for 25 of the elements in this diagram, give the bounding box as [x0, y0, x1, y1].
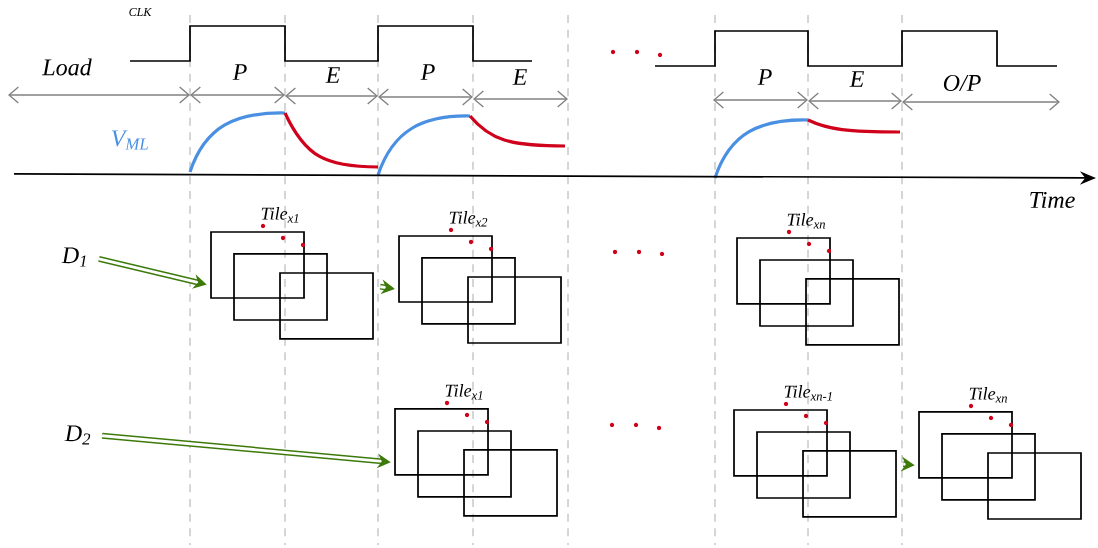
node-label: Tile$_{x1}$	[261, 207, 299, 223]
signal-label: CLK	[129, 7, 152, 16]
data-label: D$_{1}$	[61, 247, 86, 267]
phase-label: E	[849, 71, 864, 87]
phase-label: P	[232, 64, 247, 80]
tile-stack: Tile$_{xn-1}$	[733, 385, 897, 518]
tile-stack: Tile$_{x1}$	[210, 207, 374, 340]
tile-stack: Tile$_{x2}$	[398, 211, 562, 344]
phase-label: P	[420, 64, 435, 80]
phase-label: E	[512, 69, 527, 85]
signal-label: Load	[42, 58, 92, 76]
node-label: Tile$_{x2}$	[449, 211, 488, 227]
phase-label: E	[325, 67, 340, 83]
tile-stack: Tile$_{xn}$	[918, 387, 1082, 520]
tile-stack: Tile$_{xn}$	[736, 213, 900, 346]
signal-label: V$_{ML}$	[111, 130, 148, 150]
phase-label: O/P	[943, 74, 981, 92]
node-label: Tile$_{xn}$	[969, 387, 1007, 403]
node-label: Tile$_{x1}$	[445, 384, 483, 400]
data-label: D$_{2}$	[64, 425, 91, 445]
node-label: Tile$_{xn-1}$	[784, 385, 832, 401]
tile-stack: Tile$_{x1}$	[394, 384, 558, 517]
axis-label: Time	[1030, 191, 1075, 209]
node-label: Tile$_{xn}$	[787, 213, 825, 229]
phase-label: P	[757, 69, 772, 85]
